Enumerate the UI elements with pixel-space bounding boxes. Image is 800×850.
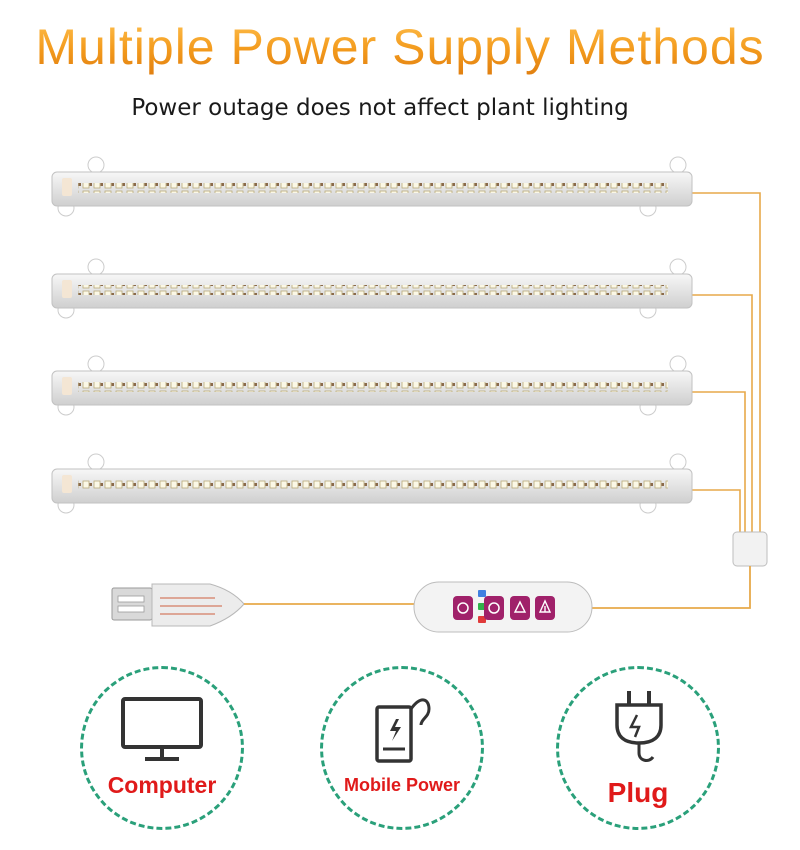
power-option-label: Mobile Power [343,775,460,795]
brightness-button-icon [535,596,555,620]
led-strip [51,453,693,514]
power-option-mobile-power: Mobile Power [320,666,484,830]
power-button-icon [453,596,473,620]
plug-icon [615,691,663,762]
wire-bundle [692,192,761,532]
product-illustration [51,156,768,633]
page-title: Multiple Power Supply Methods [0,18,800,76]
power-option-label: Computer [107,772,217,798]
page-subtitle: Power outage does not affect plant light… [131,95,629,121]
led-strip [51,355,693,416]
mode-button-icon [510,596,530,620]
controller-icon [413,581,593,633]
led-strip [51,258,693,319]
computer-monitor-icon [121,697,203,761]
power-option-label: Plug [607,777,669,808]
timer-button-icon [484,596,504,620]
splitter-icon [590,531,768,609]
power-option-plug: Plug [556,666,720,830]
led-strip [51,156,693,217]
power-bank-icon [375,698,431,763]
usb-plug-icon [111,583,418,627]
power-option-computer: Computer [80,666,244,830]
